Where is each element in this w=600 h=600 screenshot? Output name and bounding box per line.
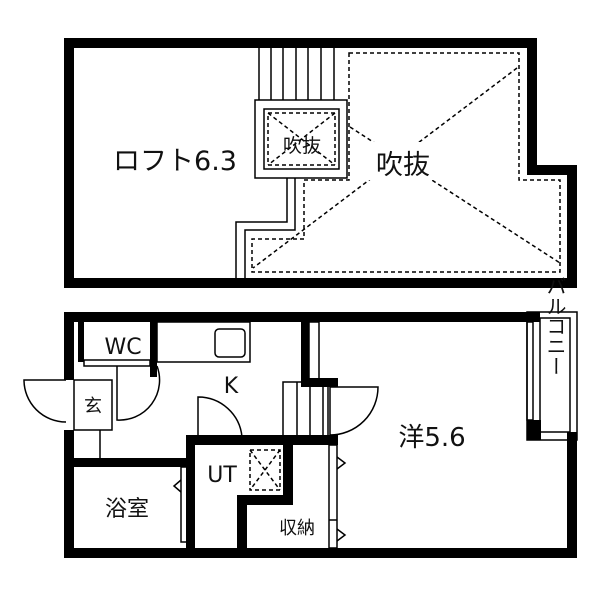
bath-label: 浴室	[105, 497, 149, 522]
utility-label: UT	[207, 463, 237, 488]
loft-outer-wall	[64, 38, 577, 288]
storage-door	[328, 444, 338, 549]
utility-door	[197, 396, 243, 438]
washer-space	[249, 449, 281, 491]
void-label: 吹抜	[376, 150, 430, 181]
hatch-frame	[254, 99, 348, 179]
bath-door	[180, 466, 188, 543]
void-outline	[251, 52, 561, 273]
loft-rail	[235, 178, 296, 278]
stairs	[282, 381, 329, 438]
entrance-label: 玄	[84, 396, 102, 417]
entrance	[73, 379, 113, 431]
wc-label: WC	[104, 335, 141, 360]
hatch-inner	[263, 108, 340, 170]
balcony-label: バルコニー	[543, 276, 567, 376]
main-floor: バルコニー WC K 玄 UT	[23, 276, 578, 558]
entrance-door	[23, 379, 67, 423]
kitchen-counter	[156, 321, 251, 363]
sink	[214, 328, 246, 358]
kitchen-label: K	[224, 374, 239, 399]
hatch-void	[267, 112, 336, 166]
wc-door	[116, 365, 161, 421]
western-room-label: 洋5.6	[398, 423, 465, 453]
loft-label: ロフト6.3	[113, 146, 237, 177]
loft-ladder	[258, 48, 335, 100]
hatch-label: 吹抜	[283, 135, 321, 157]
storage-label: 収納	[279, 518, 315, 539]
room-door	[329, 386, 379, 436]
loft-floor: 吹抜 ロフト6.3 吹抜	[64, 38, 577, 288]
